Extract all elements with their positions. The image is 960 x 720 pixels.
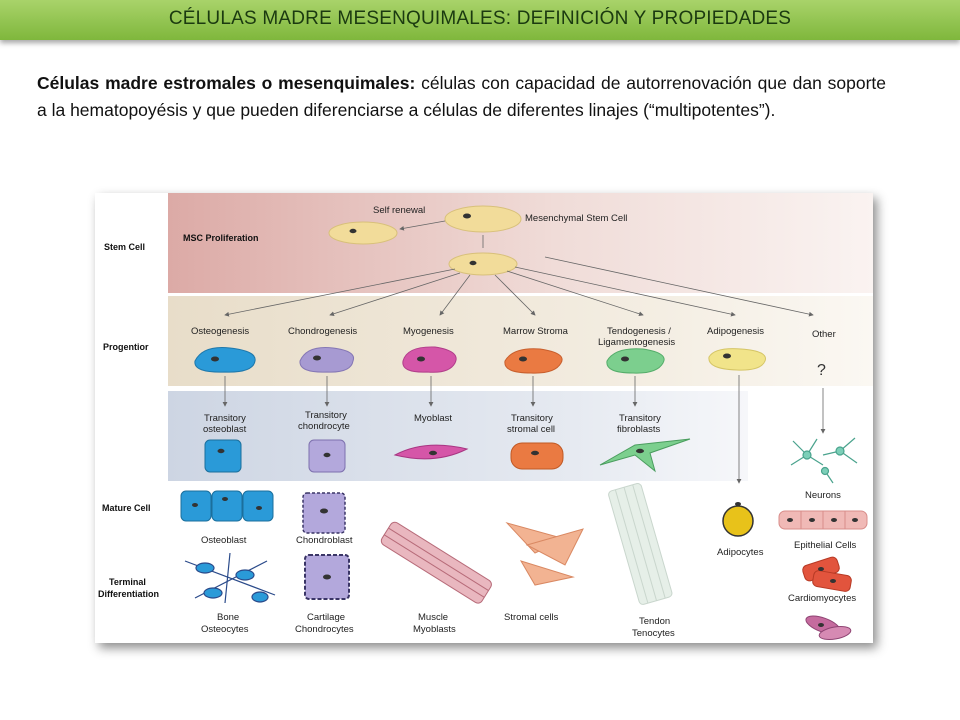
lineage-other: Other: [812, 329, 836, 340]
int-label-stroma-1: Transitory: [511, 413, 553, 424]
self-renewal-cell: [328, 221, 398, 245]
int-label-myoblast: Myoblast: [414, 413, 452, 424]
row-label-msc-proliferation: MSC Proliferation: [183, 233, 259, 243]
osteoblast-illustration: [180, 490, 274, 522]
epithelial-illustration: [778, 510, 868, 530]
intro-term: Células madre estromales o mesenquimales…: [37, 73, 416, 93]
lineage-tendogenesis: Tendogenesis /: [607, 326, 671, 337]
intermediate-cells: [204, 438, 691, 473]
msc-cell: [444, 205, 522, 233]
mature-label-adipocytes: Adipocytes: [717, 547, 764, 558]
terminal-label-osteocytes: Osteocytes: [201, 624, 249, 635]
int-label-stroma-2: stromal cell: [507, 424, 555, 435]
lineage-arrows: [224, 256, 814, 317]
mature-label-epithelial: Epithelial Cells: [794, 540, 857, 551]
terminal-label-bone: Bone: [217, 612, 239, 623]
neurons-illustration: [790, 437, 858, 484]
terminal-label-tenocytes: Tenocytes: [632, 628, 675, 639]
muscle-fiber-illustration: [380, 521, 492, 604]
mature-label-neurons: Neurons: [805, 490, 841, 501]
lineage-ligamentogenesis: Ligamentogenesis: [598, 337, 675, 348]
msc-nucleus: [463, 213, 471, 219]
unknown-question-mark: ?: [817, 362, 826, 379]
terminal-label-cartilage: Cartilage: [307, 612, 345, 623]
terminal-label-muscle: Muscle: [418, 612, 448, 623]
slide-title: CÉLULAS MADRE MESENQUIMALES: DEFINICIÓN …: [168, 8, 792, 29]
intro-definition: células con capacidad de autorrenovación…: [37, 73, 886, 120]
int-label-osteo-2: osteoblast: [203, 424, 247, 435]
title-bar: CÉLULAS MADRE MESENQUIMALES: DEFINICIÓN …: [0, 0, 960, 40]
lineage-myogenesis: Myogenesis: [403, 326, 454, 337]
chondroblast-illustration: [302, 492, 346, 534]
chondrocytes-illustration: [304, 554, 350, 600]
cardiomyocytes-illustration: [802, 556, 852, 592]
proliferating-cell: [448, 252, 518, 276]
lineage-adipogenesis: Adipogenesis: [707, 326, 764, 337]
lineage-osteogenesis: Osteogenesis: [191, 326, 249, 337]
proliferating-nucleus: [469, 260, 477, 266]
int-label-osteo-1: Transitory: [204, 413, 246, 424]
terminal-label-tendon: Tendon: [639, 616, 670, 627]
row-label-stem-cell: Stem Cell: [104, 242, 145, 252]
row-label-mature-cell: Mature Cell: [102, 503, 151, 513]
self-renewal-arrow: [399, 220, 446, 231]
mature-label-cardiomyocytes: Cardiomyocytes: [788, 593, 856, 604]
lineage-marrow-stroma: Marrow Stroma: [503, 326, 569, 337]
self-renewal-label: Self renewal: [373, 205, 425, 216]
mature-label-chondroblast: Chondroblast: [296, 535, 353, 546]
int-label-fibro-2: fibroblasts: [617, 424, 661, 435]
int-label-chondro-2: chondrocyte: [298, 421, 350, 432]
mature-label-osteoblast: Osteoblast: [201, 535, 247, 546]
lineage-chondrogenesis: Chondrogenesis: [288, 326, 357, 337]
int-label-fibro-1: Transitory: [619, 413, 661, 424]
tendon-illustration: [608, 483, 673, 605]
msc-differentiation-diagram: Stem Cell MSC Proliferation Progentior M…: [95, 193, 873, 643]
row-label-terminal-2: Differentiation: [98, 589, 159, 599]
adipocyte-illustration: [722, 502, 754, 537]
progenitor-cells: [194, 346, 766, 374]
progenitor-arrows: [222, 375, 826, 484]
intro-paragraph: Células madre estromales o mesenquimales…: [37, 70, 886, 124]
stem-cell-band: [168, 193, 873, 293]
stromal-cells-illustration: [505, 522, 584, 586]
row-label-terminal-1: Terminal: [109, 577, 146, 587]
self-renewal-nucleus: [349, 228, 357, 234]
terminal-label-myoblasts: Myoblasts: [413, 624, 456, 635]
intermediate-band: [168, 391, 748, 481]
msc-label: Mesenchymal Stem Cell: [525, 213, 627, 224]
terminal-label-stromal-cells: Stromal cells: [504, 612, 559, 623]
terminal-label-chondrocytes: Chondrocytes: [295, 624, 354, 635]
other-cells-illustration: [805, 615, 852, 641]
row-label-progenitor: Progentior: [103, 342, 149, 352]
osteocytes-illustration: [184, 552, 276, 604]
int-label-chondro-1: Transitory: [305, 410, 347, 421]
